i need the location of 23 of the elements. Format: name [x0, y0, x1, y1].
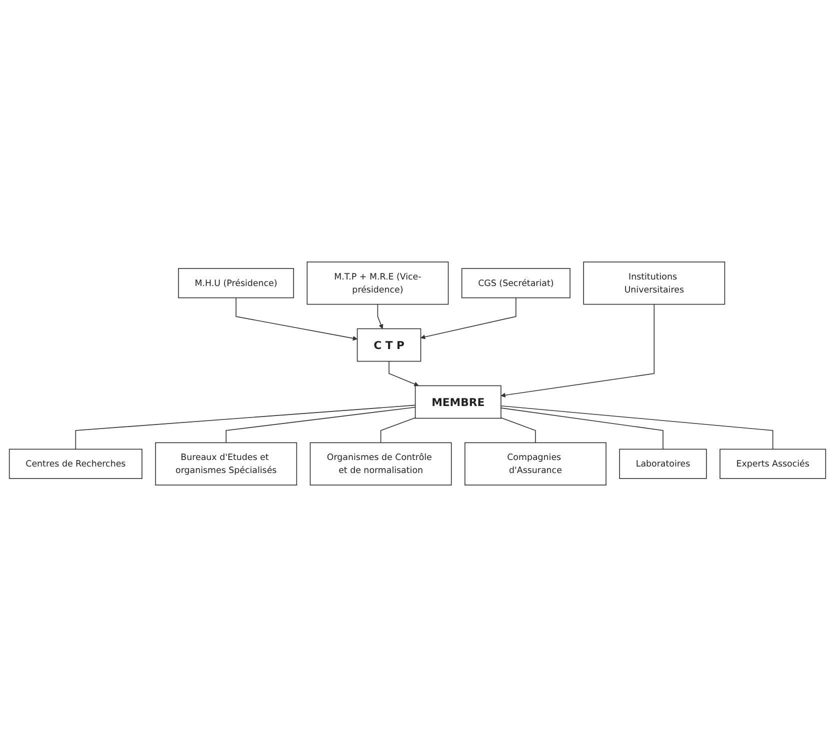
node-box: Laboratoires: [619, 448, 707, 479]
node-box: MEMBRE: [414, 385, 502, 419]
node-box: CGS (Secrétariat): [461, 268, 570, 298]
connector: [380, 417, 416, 444]
connector: [500, 417, 536, 444]
node-box: Compagnies d'Assurance: [464, 442, 606, 486]
node-box: Institutions Universitaires: [583, 262, 726, 305]
node-box: Experts Associés: [720, 448, 826, 479]
node-box: M.T.P + M.R.E (Vice-présidence): [306, 262, 449, 305]
node-box: C T P: [356, 328, 422, 362]
arrow: [500, 304, 655, 398]
arrow: [420, 297, 516, 340]
node-box: Centres de Recherches: [8, 448, 142, 479]
node-box: Organismes de Contrôle et de normalisation: [310, 442, 452, 486]
connector: [500, 408, 664, 450]
connector: [500, 405, 774, 450]
connector: [226, 406, 416, 444]
arrow: [388, 360, 419, 386]
arrow: [236, 297, 358, 341]
node-box: Bureaux d'Etudes et organismes Spécialisés: [155, 442, 298, 486]
node-box: M.H.U (Présidence): [178, 268, 294, 298]
arrow: [377, 304, 384, 329]
connector: [75, 404, 416, 450]
